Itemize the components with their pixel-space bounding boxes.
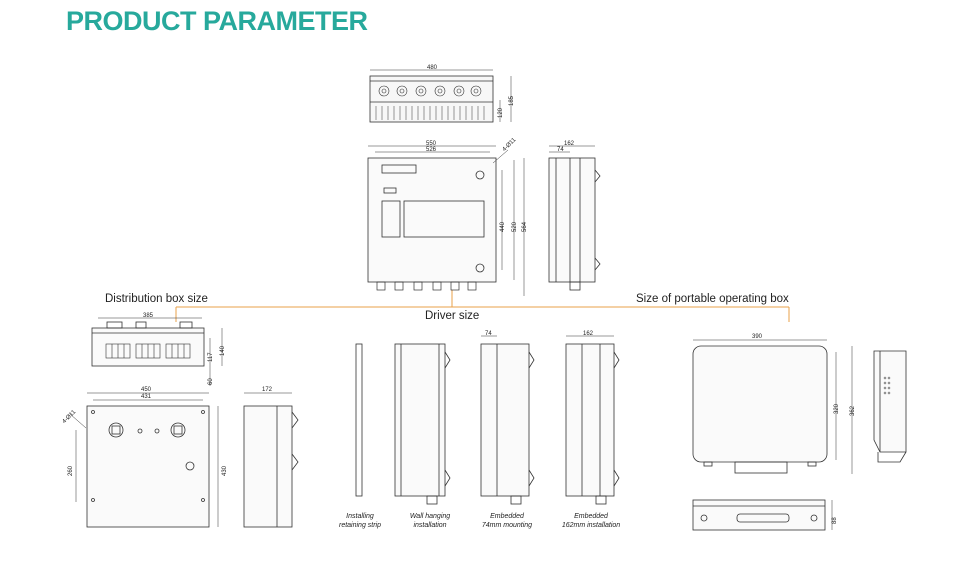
caption-line: retaining strip: [338, 522, 382, 529]
retaining-strip-drawing: [355, 343, 363, 497]
dim-front-hole: 4-Ø11: [502, 137, 518, 153]
driver-side-view: [548, 145, 601, 291]
driver-top-view: [369, 69, 512, 123]
caption-line: Wall hanging: [409, 513, 451, 520]
embedded-74-drawing: [480, 335, 535, 505]
portable-box-label: Size of portable operating box: [636, 293, 789, 305]
wall-hanging-drawing: [394, 343, 451, 505]
dim-dist-260: 260: [68, 465, 74, 476]
dim-dist-hole: 4-Ø11: [62, 409, 78, 425]
dim-dist-60: 60: [208, 378, 214, 385]
caption-embedded-162: Embedded 162mm installation: [554, 512, 628, 530]
dim-dist-172: 172: [262, 387, 273, 393]
caption-line: Installing: [346, 513, 374, 520]
dim-dist-385: 385: [143, 313, 154, 319]
dim-dist-431: 431: [141, 394, 152, 400]
page-title: PRODUCT PARAMETER: [66, 6, 368, 36]
distribution-front-view: [69, 392, 219, 528]
dim-port-88: 88: [832, 517, 838, 524]
portable-front-view: [692, 339, 853, 474]
dim-top-120: 120: [498, 107, 504, 118]
distribution-box-label: Distribution box size: [105, 293, 208, 305]
caption-wall-hanging: Wall hanging installation: [398, 512, 462, 530]
dim-port-362: 362: [850, 405, 856, 416]
portable-side-view: [873, 350, 907, 463]
caption-line: Embedded: [574, 513, 608, 520]
dim-side-162: 162: [564, 141, 575, 147]
caption-line: Embedded: [490, 513, 524, 520]
caption-line: 74mm mounting: [481, 522, 533, 529]
section-leader-lines: [175, 290, 790, 322]
dim-front-550: 550: [426, 141, 437, 147]
dim-dist-430: 430: [222, 465, 228, 476]
distribution-top-view: [91, 317, 223, 386]
dim-port-390: 390: [752, 334, 763, 340]
dim-front-564: 564: [522, 221, 528, 232]
dim-top-185: 185: [509, 95, 515, 106]
distribution-side-view: [243, 392, 299, 528]
dim-drv-162: 162: [583, 331, 594, 337]
caption-retaining-strip: Installing retaining strip: [332, 512, 388, 530]
dim-front-526: 526: [426, 147, 437, 153]
dim-dist-450: 450: [141, 387, 152, 393]
portable-top-view: [692, 499, 833, 531]
dim-side-74: 74: [557, 147, 564, 153]
embedded-162-drawing: [565, 335, 620, 505]
dim-front-440: 440: [500, 221, 506, 232]
driver-front-view: [367, 145, 525, 296]
caption-line: 162mm installation: [561, 522, 621, 529]
dim-drv-74: 74: [485, 331, 492, 337]
dim-front-520: 520: [512, 221, 518, 232]
dim-dist-117: 117: [208, 352, 214, 362]
dim-top-480: 480: [427, 65, 438, 71]
dim-port-320: 320: [834, 403, 840, 414]
driver-size-label: Driver size: [425, 310, 480, 322]
caption-embedded-74: Embedded 74mm mounting: [474, 512, 540, 530]
dim-dist-140: 140: [220, 345, 226, 356]
caption-line: installation: [413, 522, 447, 529]
